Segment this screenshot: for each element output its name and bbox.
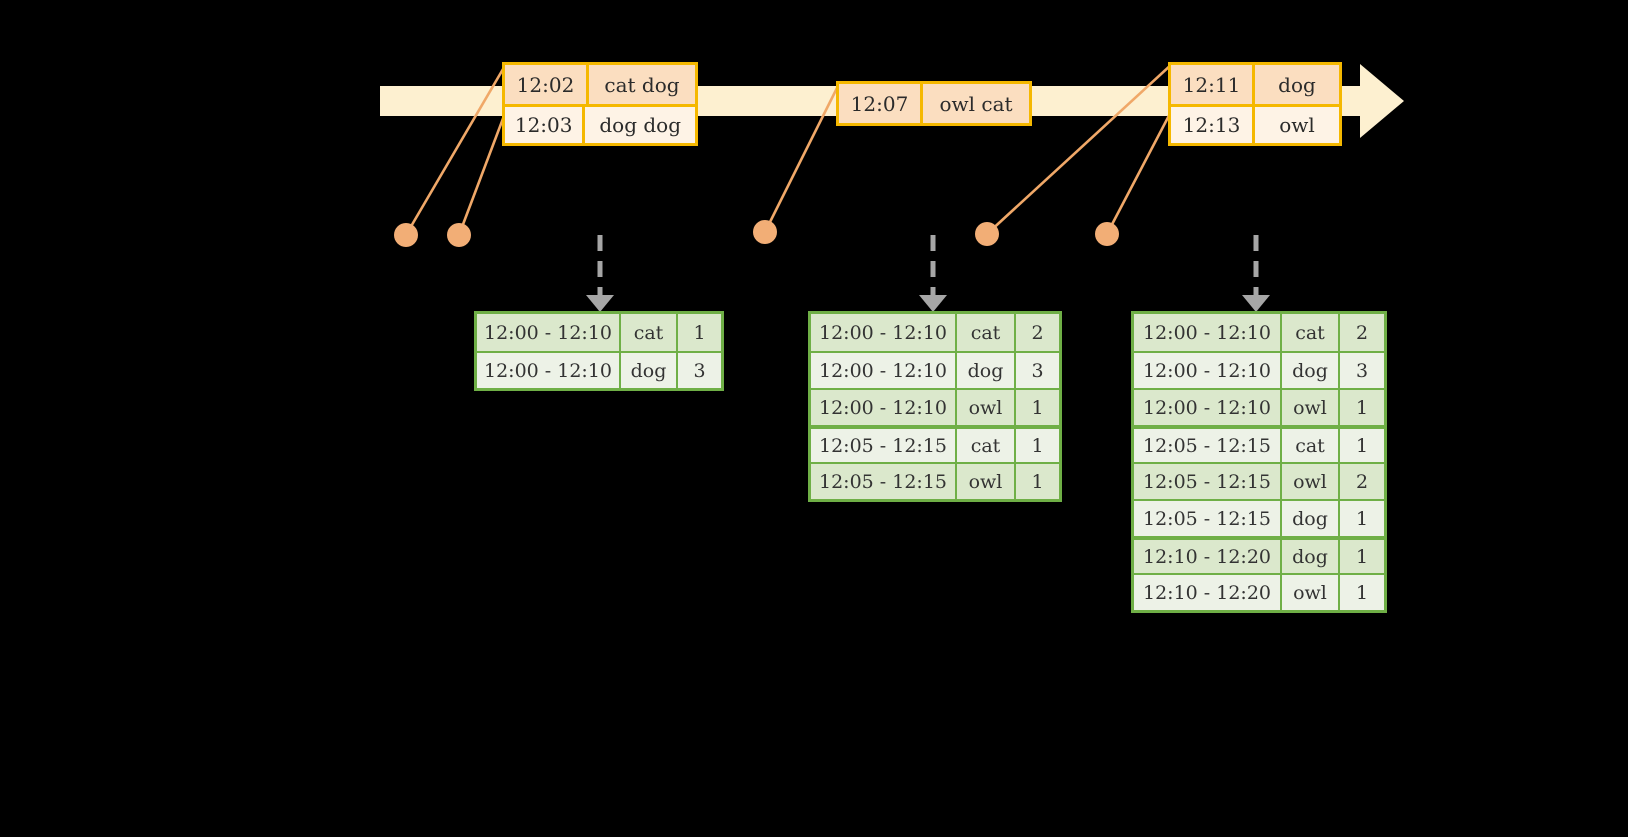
event-group-2[interactable]: 12:07 owl cat: [836, 81, 1032, 126]
dashed-arrow-1-head: [586, 295, 614, 312]
event-group-3[interactable]: 12:11 dog 12:13 owl: [1168, 62, 1342, 146]
connector-2-line: [457, 107, 509, 236]
cell-word: owl: [957, 464, 1016, 499]
cell-count: 1: [1031, 434, 1044, 457]
cell-count: 2: [1355, 321, 1369, 344]
event-words: owl cat: [939, 91, 1013, 116]
event-group-1[interactable]: 12:02 cat dog 12:03 dog dog: [502, 62, 698, 146]
cell-count: 2: [1355, 470, 1369, 493]
connector-3-dot: [753, 220, 777, 244]
event-row: 12:11 dog: [1171, 65, 1339, 104]
cell-count: 1: [1355, 581, 1369, 604]
cell-word: cat: [957, 314, 1016, 351]
cell-word: owl: [1282, 575, 1340, 610]
cell-window-range: 12:00 - 12:10: [477, 353, 621, 388]
cell-count: 1: [1031, 396, 1044, 419]
cell-word: cat: [1282, 429, 1340, 462]
cell-word: dog: [1282, 353, 1340, 388]
cell-count: 3: [1031, 359, 1044, 382]
event-time: 12:13: [1171, 107, 1255, 143]
event-row: 12:07 owl cat: [839, 84, 1029, 123]
dashed-arrows: [586, 235, 1270, 312]
cell-window-range: 12:00 - 12:10: [1134, 314, 1282, 351]
dashed-arrow-2-head: [919, 295, 947, 312]
event-row: 12:02 cat dog: [505, 65, 695, 104]
cell-count: 1: [1355, 545, 1369, 568]
cell-window-range: 12:05 - 12:15: [811, 464, 957, 499]
cell-window-range: 12:00 - 12:10: [1134, 353, 1282, 388]
event-time: 12:03: [505, 107, 586, 143]
cell-window-range: 12:00 - 12:10: [1134, 390, 1282, 425]
event-words: dog: [1278, 72, 1316, 97]
cell-count: 1: [1355, 434, 1369, 457]
cell-window-range: 12:05 - 12:15: [1134, 501, 1282, 536]
event-words: owl: [1279, 113, 1315, 137]
connector-4-dot: [975, 222, 999, 246]
dashed-arrow-3-head: [1242, 295, 1270, 312]
cell-window-range: 12:00 - 12:10: [811, 390, 957, 425]
cell-count: 1: [693, 321, 706, 344]
cell-word: cat: [957, 429, 1016, 462]
cell-word: cat: [621, 314, 678, 351]
cell-word: owl: [1282, 390, 1340, 425]
event-words: cat dog: [604, 72, 680, 97]
cell-count: 1: [1355, 396, 1369, 419]
cell-window-range: 12:10 - 12:20: [1134, 575, 1282, 610]
cell-window-range: 12:05 - 12:15: [1134, 464, 1282, 499]
cell-window-range: 12:00 - 12:10: [811, 353, 957, 388]
event-time: 12:07: [839, 84, 923, 123]
event-words: dog dog: [599, 113, 681, 137]
cell-count: 3: [1355, 359, 1369, 382]
cell-word: dog: [957, 353, 1016, 388]
cell-window-range: 12:10 - 12:20: [1134, 540, 1282, 573]
connector-1-dot: [394, 223, 418, 247]
cell-count: 1: [1355, 507, 1369, 530]
connector-5-line: [1105, 105, 1176, 235]
connector-1-line: [404, 63, 508, 236]
event-row: 12:03 dog dog: [505, 104, 695, 143]
event-time: 12:02: [505, 65, 589, 104]
cell-word: dog: [621, 353, 678, 388]
event-time: 12:11: [1171, 65, 1255, 104]
cell-word: owl: [1282, 464, 1340, 499]
cell-count: 1: [1031, 470, 1044, 493]
cell-word: dog: [1282, 501, 1340, 536]
cell-window-range: 12:05 - 12:15: [1134, 429, 1282, 462]
cell-word: owl: [957, 390, 1016, 425]
cell-count: 2: [1031, 321, 1044, 344]
cell-window-range: 12:05 - 12:15: [811, 429, 957, 462]
event-row: 12:13 owl: [1171, 104, 1339, 143]
connector-2-dot: [447, 223, 471, 247]
cell-word: dog: [1282, 540, 1340, 573]
cell-word: cat: [1282, 314, 1340, 351]
connector-3-line: [763, 85, 840, 233]
connector-5-dot: [1095, 222, 1119, 246]
cell-count: 3: [693, 359, 706, 382]
cell-window-range: 12:00 - 12:10: [811, 314, 957, 351]
cell-window-range: 12:00 - 12:10: [477, 314, 621, 351]
